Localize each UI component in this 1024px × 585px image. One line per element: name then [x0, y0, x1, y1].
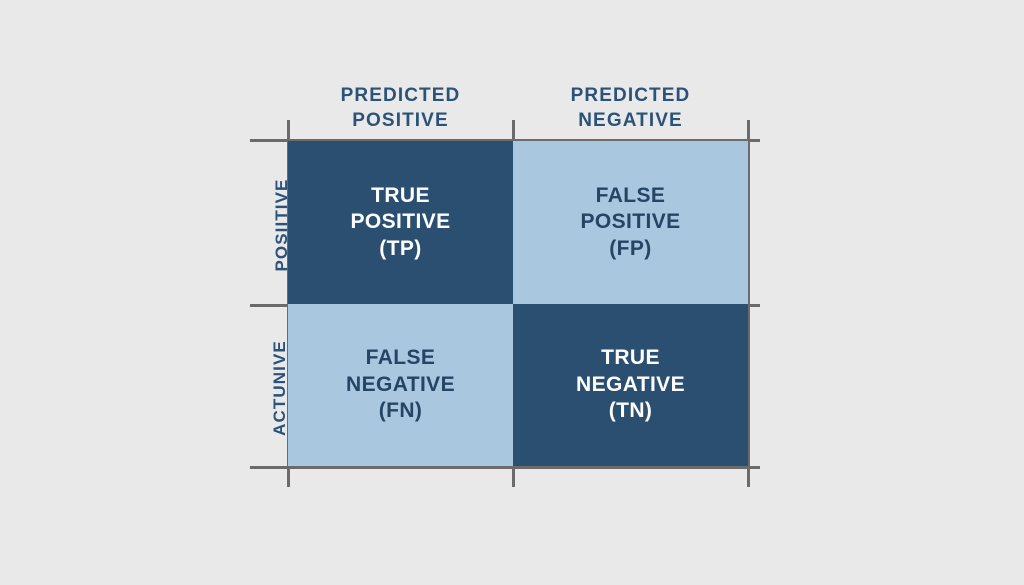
column-header-line-2: POSITIVE: [352, 109, 449, 131]
cell-line-2: POSITIVE: [350, 210, 451, 234]
cell-false-negative: FALSE NEGATIVE (FN): [288, 304, 513, 466]
cell-line-1: TRUE: [601, 346, 660, 370]
cell-line-1: TRUE: [371, 183, 430, 207]
column-header-predicted-negative: PREDICTED NEGATIVE: [513, 84, 748, 133]
row-label-actual: ACTUNIVE: [270, 340, 289, 436]
matrix-grid: TRUE POSITIVE (TP) FALSE POSITIVE (FP) F…: [288, 141, 748, 466]
cell-line-2: NEGATIVE: [576, 372, 685, 396]
cell-line-1: FALSE: [365, 346, 436, 370]
cell-line-2: POSITIVE: [580, 210, 681, 234]
axis-rule-top: [250, 139, 760, 142]
cell-abbr: (FN): [378, 399, 423, 423]
axis-rule-bottom: [250, 466, 760, 469]
cell-true-positive: TRUE POSITIVE (TP): [288, 141, 513, 304]
cell-line-2: NEGATIVE: [346, 372, 455, 396]
axis-rule-right: [747, 120, 750, 487]
column-header-line-2: NEGATIVE: [578, 109, 683, 131]
cell-abbr: (TN): [608, 399, 653, 423]
column-header-line-1: PREDICTED: [340, 85, 461, 106]
cell-true-negative: TRUE NEGATIVE (TN): [513, 304, 748, 466]
cell-false-positive: FALSE POSITIVE (FP): [513, 141, 748, 304]
cell-line-1: FALSE: [595, 183, 666, 207]
cell-abbr: (FP): [609, 236, 652, 260]
column-header-line-1: PREDICTED: [570, 85, 691, 106]
column-header-predicted-positive: PREDICTED POSITIVE: [288, 84, 513, 133]
cell-abbr: (TP): [379, 236, 422, 260]
